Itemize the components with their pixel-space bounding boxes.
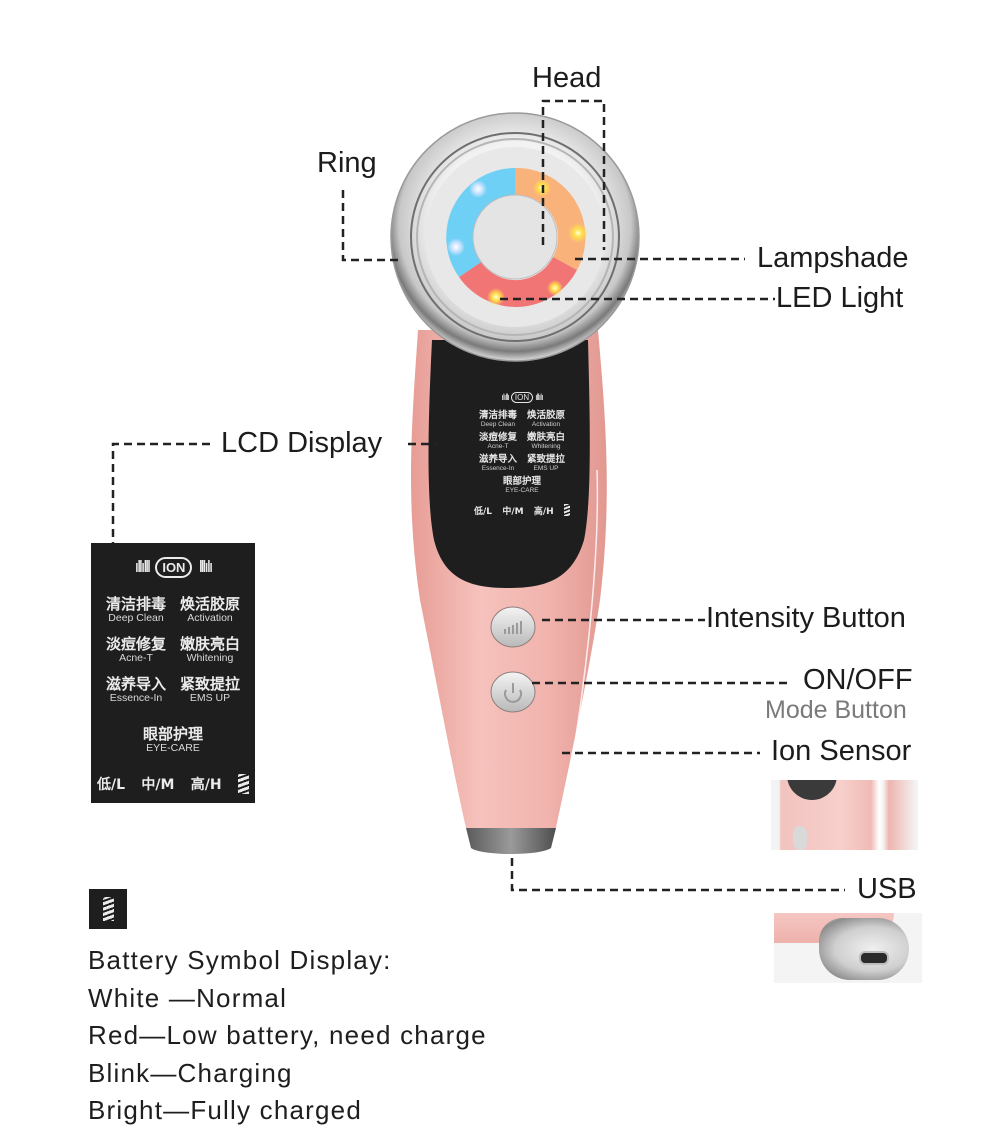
power-button-graphic bbox=[490, 671, 536, 713]
ion-indicator: ıllılll ION lllılı bbox=[134, 557, 213, 578]
battery-icon bbox=[103, 897, 114, 921]
usb-port-icon bbox=[859, 951, 889, 965]
mode-button-label: Mode Button bbox=[765, 696, 907, 724]
device-base bbox=[466, 828, 556, 854]
lcd-display-label: LCD Display bbox=[221, 427, 383, 459]
battery-symbol bbox=[89, 889, 127, 929]
battery-legend-line: White —Normal bbox=[88, 982, 288, 1013]
battery-icon bbox=[237, 774, 249, 794]
battery-legend-line: Bright—Fully charged bbox=[88, 1095, 362, 1125]
level-low: 低/L bbox=[97, 777, 126, 793]
battery-legend-title: Battery Symbol Display: bbox=[88, 945, 392, 975]
device-head bbox=[390, 112, 640, 362]
ion-sensor-photo bbox=[771, 780, 918, 850]
usb-leader bbox=[510, 858, 845, 892]
battery-legend-line: Blink—Charging bbox=[88, 1057, 293, 1088]
ring-leader bbox=[341, 190, 400, 262]
intensity-levels: 低/L 中/M 高/H bbox=[97, 774, 249, 794]
lcd-display-leader bbox=[111, 442, 210, 543]
usb-label: USB bbox=[857, 873, 917, 905]
intensity-levels: 低/L 中/M 高/H bbox=[474, 504, 570, 517]
level-high: 高/H bbox=[190, 777, 222, 793]
battery-icon bbox=[564, 504, 570, 516]
head-leader bbox=[541, 99, 606, 250]
intensity-button-graphic bbox=[490, 606, 536, 648]
on-off-label: ON/OFF bbox=[803, 664, 913, 696]
mode-eye-care: 眼部护理 EYE-CARE bbox=[142, 725, 203, 754]
lampshade-label: Lampshade bbox=[757, 242, 909, 274]
ring-label: Ring bbox=[317, 147, 377, 179]
usb-port-photo bbox=[774, 913, 922, 983]
head-label: Head bbox=[532, 62, 602, 94]
device-lcd-screen bbox=[428, 340, 590, 588]
battery-legend: Battery Symbol Display: White —Normal Re… bbox=[88, 942, 487, 1130]
ion-sensor-label: Ion Sensor bbox=[771, 735, 912, 767]
intensity-button-label: Intensity Button bbox=[706, 602, 906, 634]
battery-legend-line: Red—Low battery, need charge bbox=[88, 1020, 487, 1050]
led-light-label: LED Light bbox=[776, 282, 904, 314]
level-medium: 中/M bbox=[141, 777, 175, 793]
